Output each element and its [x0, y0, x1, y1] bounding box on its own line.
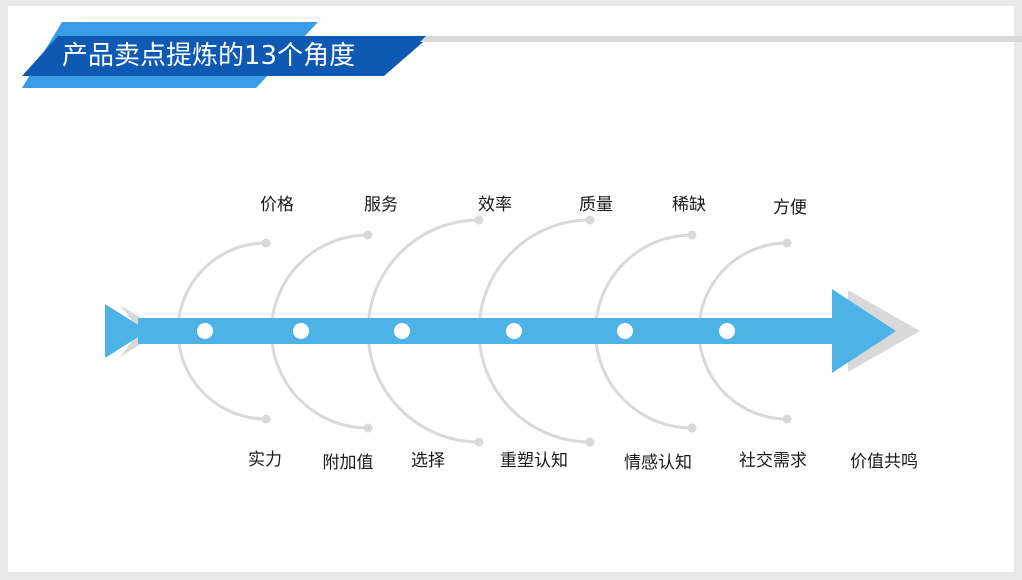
rib-dot — [261, 238, 271, 248]
rib-dot — [687, 423, 697, 433]
label-bottom-3: 选择 — [411, 451, 445, 471]
title-banner-front — [22, 36, 430, 76]
label-top-3: 效率 — [478, 195, 512, 215]
arrow-head — [832, 289, 896, 373]
label-top-1: 价格 — [260, 195, 294, 215]
label-bottom-2: 附加值 — [322, 453, 374, 473]
label-bottom-5: 情感认知 — [624, 453, 692, 473]
slide-background — [8, 6, 1014, 572]
label-top-2: 服务 — [364, 195, 398, 215]
page-title: 产品卖点提炼的13个角度 — [62, 41, 356, 71]
rib-end-dots — [261, 215, 792, 447]
rib-dot — [363, 423, 373, 433]
spine-node — [197, 323, 213, 339]
rib-dot — [474, 437, 484, 447]
rib-dot — [474, 215, 484, 225]
rib-dot — [261, 414, 271, 424]
tail-chevron — [105, 304, 148, 358]
rib-dot — [363, 230, 373, 240]
spine-nodes — [197, 323, 735, 339]
rib-dot — [782, 414, 792, 424]
rib-dot — [585, 215, 595, 225]
label-end: 价值共鸣 — [850, 452, 918, 472]
label-bottom-6: 社交需求 — [739, 451, 807, 471]
label-top-4: 质量 — [579, 195, 613, 215]
label-bottom-1: 实力 — [248, 450, 282, 470]
label-bottom-4: 重塑认知 — [500, 451, 568, 471]
spine-node — [617, 323, 633, 339]
rib-dot — [782, 238, 792, 248]
title-banner — [22, 22, 1022, 88]
rib-dot — [585, 437, 595, 447]
spine-node — [719, 323, 735, 339]
label-top-5: 稀缺 — [672, 195, 706, 215]
title-underline — [420, 36, 1022, 42]
label-top-6: 方便 — [773, 198, 807, 218]
spine-node — [506, 323, 522, 339]
spine-node — [394, 323, 410, 339]
spine-node — [293, 323, 309, 339]
rib-dot — [687, 230, 697, 240]
